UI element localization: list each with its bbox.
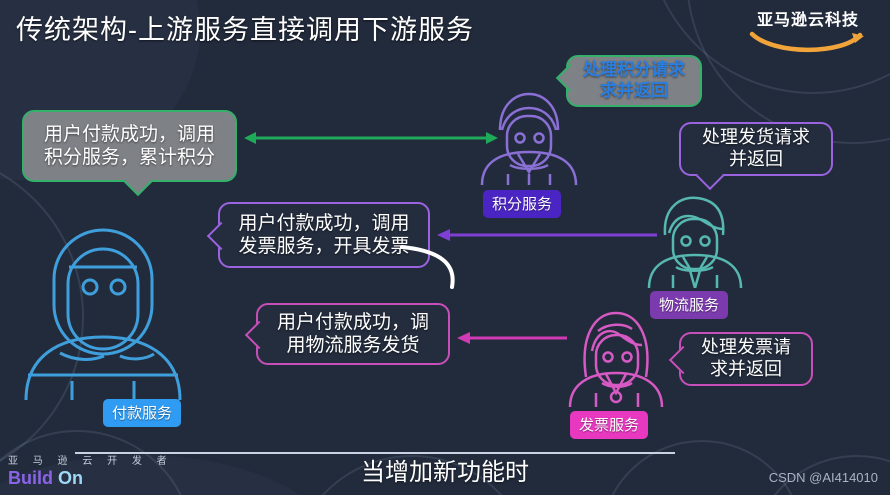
badge-payment-service: 付款服务 [103, 399, 182, 427]
bubble-invoice-call: 用户付款成功，调用 发票服务，开具发票 [218, 202, 430, 268]
footer-caption: 当增加新功能时 [361, 459, 529, 486]
badge-invoice-service: 发票服务 [570, 411, 649, 439]
csdn-watermark: CSDN @AI414010 [768, 470, 878, 485]
badge-points-service: 积分服务 [483, 190, 562, 218]
badge-logistics-service: 物流服务 [650, 291, 729, 319]
person-avatar-points [480, 92, 578, 185]
person-avatar-invoice [568, 311, 664, 407]
build-on-word-on: On [58, 468, 84, 488]
double-arrow-green [244, 132, 498, 144]
bubble-logistics-call: 用户付款成功，调 用物流服务发货 [256, 303, 450, 365]
arrow-left-magenta [457, 332, 567, 344]
bubble-points-call: 用户付款成功，调用 积分服务，累计积分 [22, 110, 237, 182]
build-on-logo: 亚 马 逊 云 开 发 者 Build On [8, 452, 173, 489]
arrow-left-purple [437, 229, 657, 241]
page-title: 传统架构-上游服务直接调用下游服务 [16, 15, 474, 45]
aws-logo-text: 亚马逊云科技 [756, 12, 859, 29]
bubble-invoice-reply: 处理发票请 求并返回 [679, 332, 813, 386]
person-avatar-logistics [647, 196, 743, 288]
build-on-word-build: Build [8, 468, 53, 488]
aws-logo: 亚马逊云科技 [742, 6, 874, 53]
amazon-smile-icon [742, 31, 874, 53]
build-on-logo-cn: 亚 马 逊 云 开 发 者 [8, 456, 173, 467]
build-on-logo-en: Build On [8, 468, 173, 489]
person-avatar-payment [24, 228, 182, 400]
bubble-invoice-call-curve [400, 245, 455, 289]
bubble-points-reply: 处理积分请求 求并返回 [566, 55, 702, 107]
footer-divider [75, 452, 675, 454]
